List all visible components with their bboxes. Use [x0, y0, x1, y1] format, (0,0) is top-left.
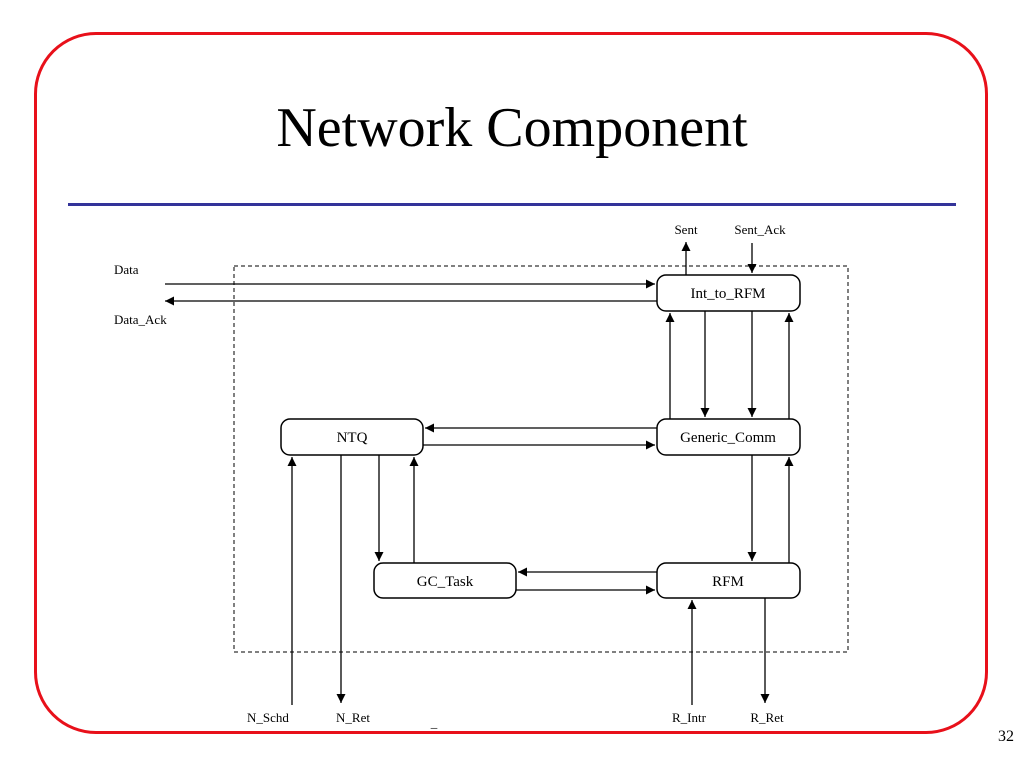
box-rfm-label: RFM	[712, 574, 744, 590]
label-r-ret: R_Ret	[750, 710, 784, 725]
label-data-ack: Data_Ack	[114, 312, 167, 327]
slide-title: Network Component	[276, 97, 748, 159]
box-gc-task-label: GC_Task	[417, 574, 474, 590]
box-generic-comm: Generic_Comm	[656, 418, 801, 456]
box-ntq-label: NTQ	[337, 430, 368, 446]
label-data: Data	[114, 262, 139, 277]
label-r-intr: R_Intr	[672, 710, 707, 725]
label-sent: Sent	[674, 222, 698, 237]
page-number: 32	[998, 728, 1014, 745]
box-gc-task: GC_Task	[373, 562, 517, 599]
slide-frame	[34, 32, 988, 734]
box-generic-comm-label: Generic_Comm	[680, 430, 776, 446]
label-sent-ack: Sent_Ack	[734, 222, 786, 237]
box-int-to-rfm: Int_to_RFM	[656, 274, 801, 312]
box-int-to-rfm-label: Int_to_RFM	[690, 286, 765, 302]
box-rfm: RFM	[656, 562, 801, 599]
label-stray-mark: _	[430, 715, 438, 730]
box-ntq: NTQ	[280, 418, 424, 456]
label-n-ret: N_Ret	[336, 710, 370, 725]
component-boundary	[233, 265, 849, 653]
title-rule	[68, 203, 956, 206]
label-n-schd: N_Schd	[247, 710, 289, 725]
